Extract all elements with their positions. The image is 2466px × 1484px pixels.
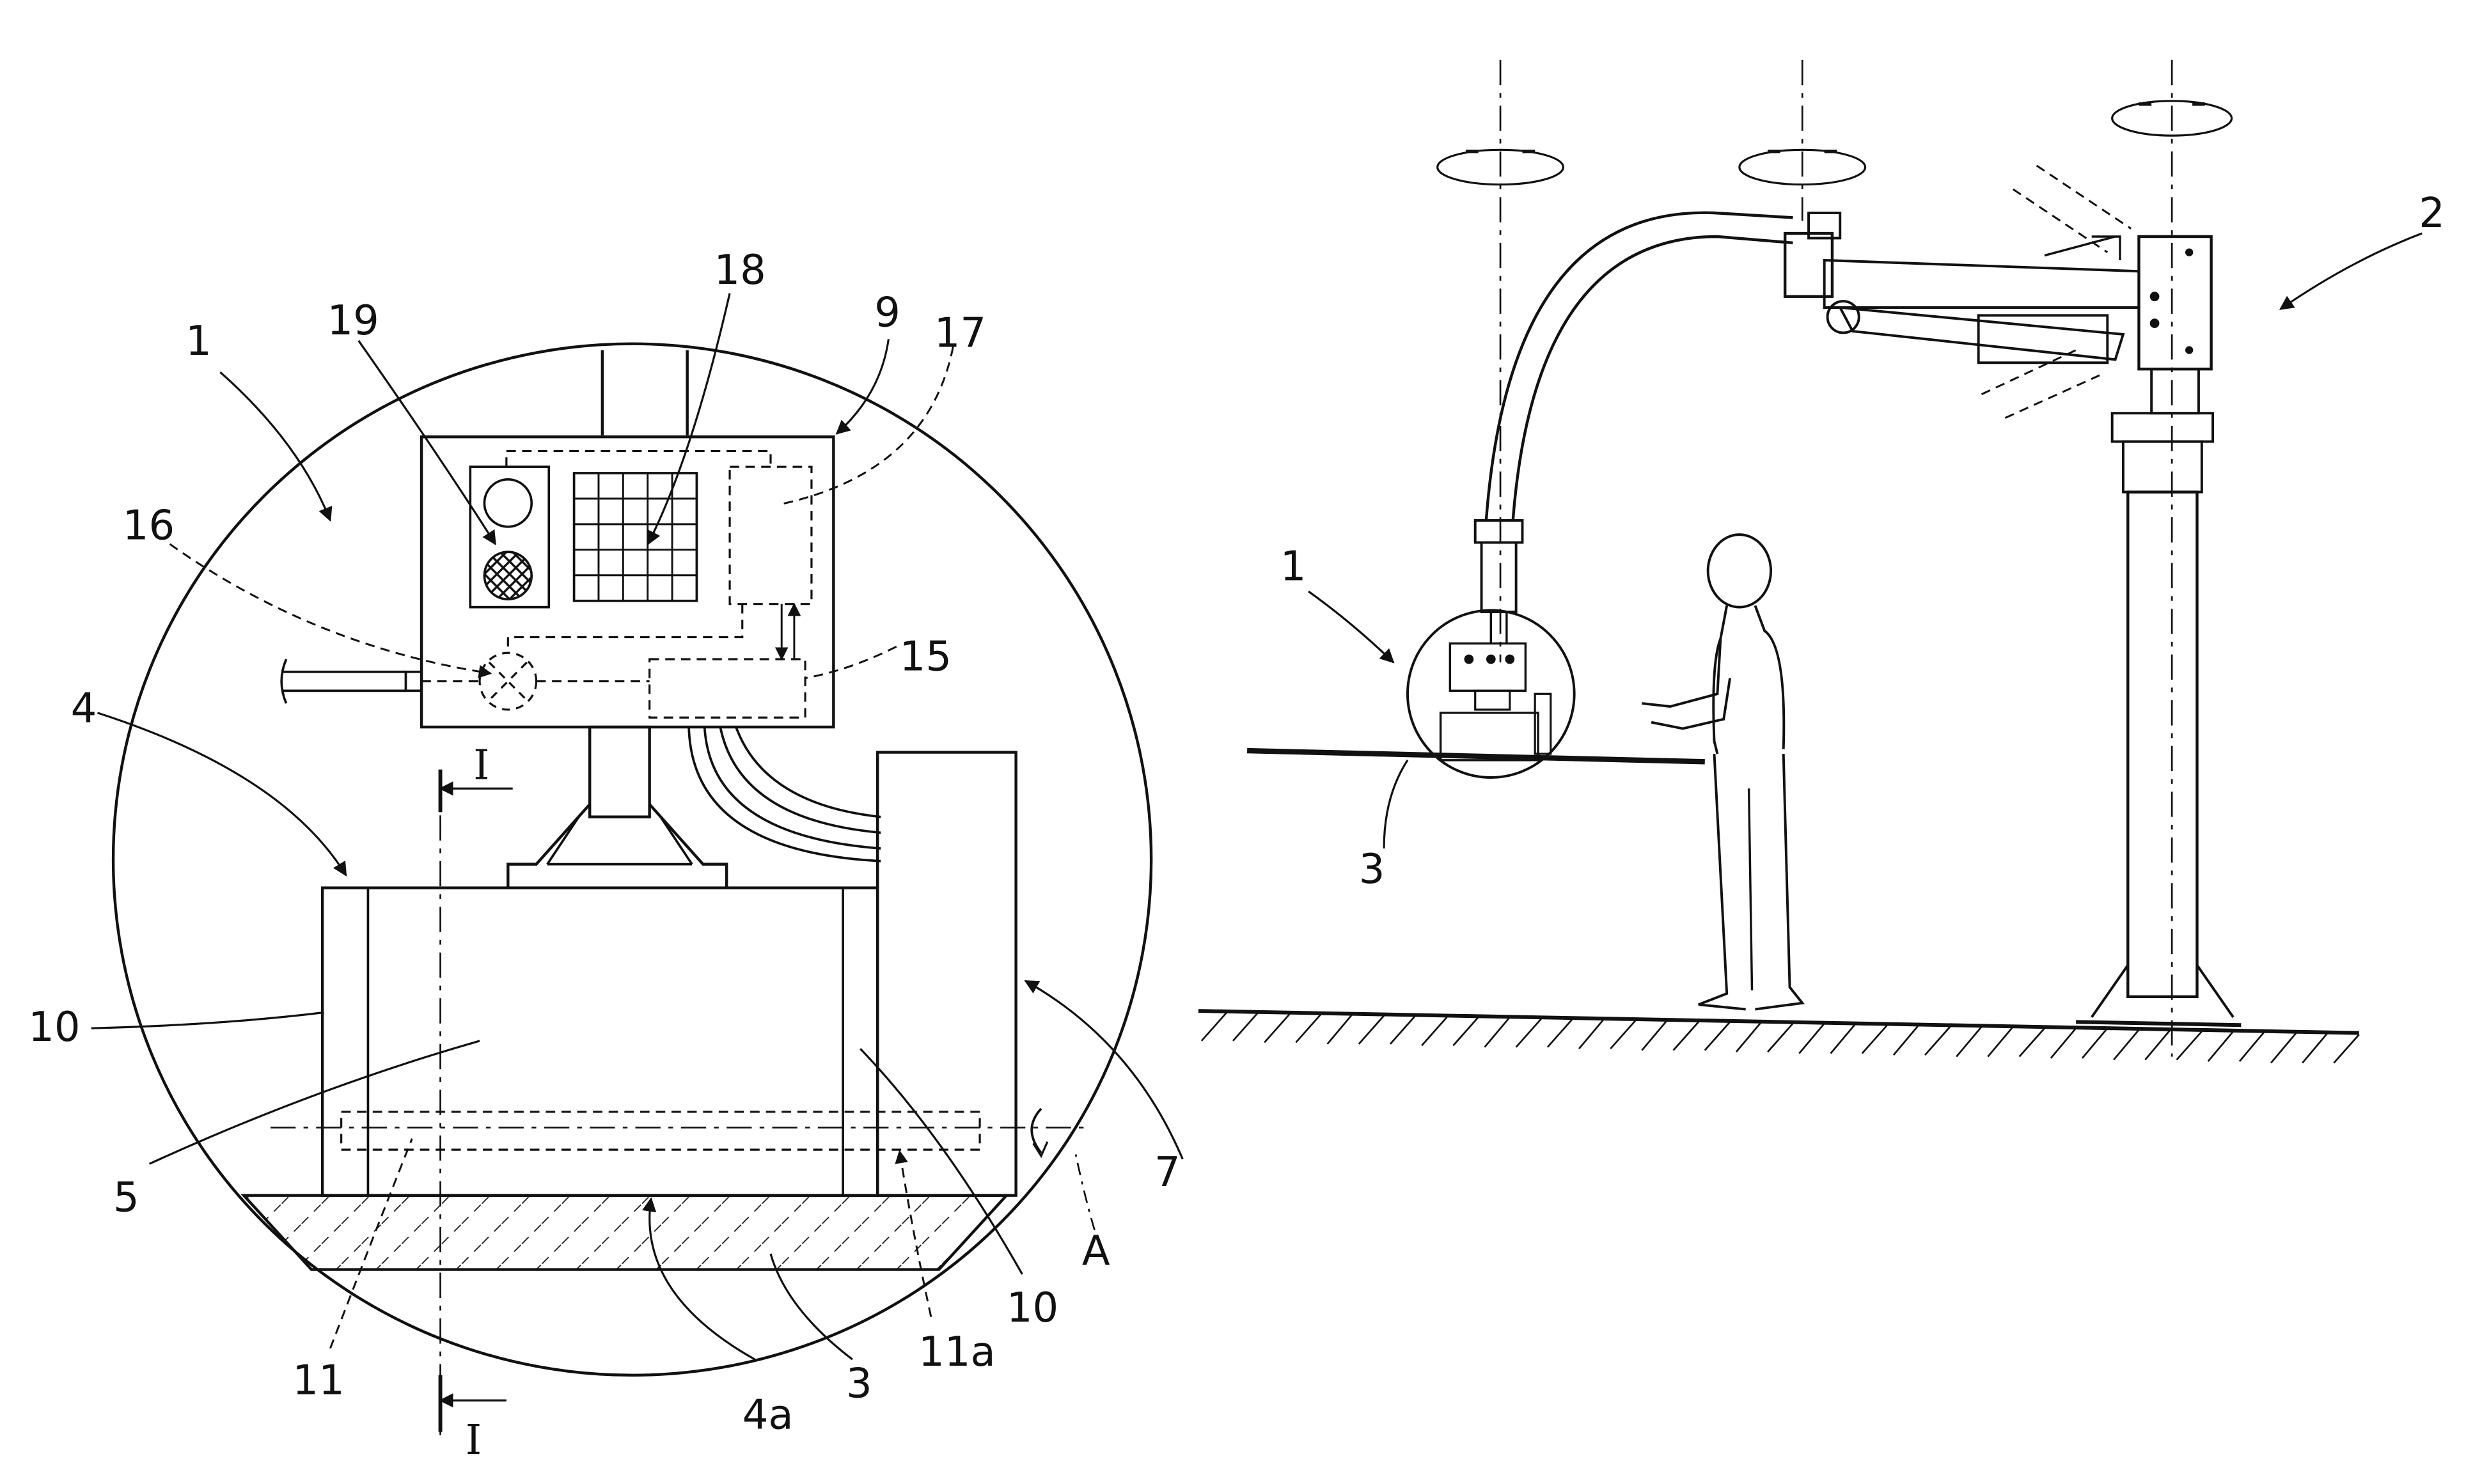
section-mark-bottom: I — [466, 1417, 482, 1464]
label-1-overall: 1 — [1280, 543, 1307, 591]
label-3-overall: 3 — [1359, 846, 1385, 893]
label-5: 5 — [113, 1174, 139, 1221]
rotation-arrows — [1438, 101, 2232, 185]
indicator-light-top — [484, 480, 531, 527]
label-10-left: 10 — [28, 1004, 80, 1051]
label-17: 17 — [934, 310, 986, 357]
vacuum-hoses — [689, 727, 881, 861]
control-circuit-dashed — [421, 451, 812, 717]
label-3-detail: 3 — [846, 1360, 872, 1407]
label-15: 15 — [900, 633, 952, 680]
reference-labels: 1 19 18 9 17 16 15 4 I 10 5 7 A 10 11a 1… — [28, 190, 2445, 1464]
label-4a: 4a — [742, 1392, 794, 1439]
label-11a: 11a — [918, 1329, 996, 1376]
label-1-detail: 1 — [185, 318, 212, 365]
section-line-I — [441, 770, 513, 1435]
pivot-shaft-dashed — [342, 1112, 980, 1150]
column-stub — [602, 350, 687, 435]
label-18: 18 — [714, 247, 766, 294]
rear-plate — [877, 753, 1016, 1196]
gripper-body — [271, 753, 1092, 1196]
overall-view — [1198, 60, 2422, 1063]
workpiece-section — [244, 1196, 1007, 1270]
valve-symbol — [480, 653, 537, 710]
operator-figure — [1642, 535, 1802, 1009]
section-mark-top: I — [473, 742, 489, 789]
support-pillar — [2076, 60, 2241, 1057]
floor — [1198, 1011, 2359, 1063]
box-support — [508, 727, 726, 888]
label-A: A — [1082, 1228, 1110, 1275]
control-box — [281, 437, 833, 727]
rotation-symbol — [1032, 1109, 1041, 1153]
label-19: 19 — [327, 297, 379, 345]
detail-view — [91, 293, 1183, 1435]
articulated-arm — [1785, 166, 2139, 418]
label-9: 9 — [874, 289, 900, 336]
indicator-light-bottom — [484, 552, 531, 599]
label-4: 4 — [71, 685, 97, 733]
label-7: 7 — [1154, 1149, 1181, 1196]
label-10-right: 10 — [1007, 1285, 1058, 1332]
label-11: 11 — [292, 1357, 344, 1404]
air-hose-inlet — [281, 659, 421, 703]
label-16: 16 — [123, 502, 175, 549]
keypad-grid — [574, 473, 697, 601]
label-2: 2 — [2419, 190, 2445, 237]
